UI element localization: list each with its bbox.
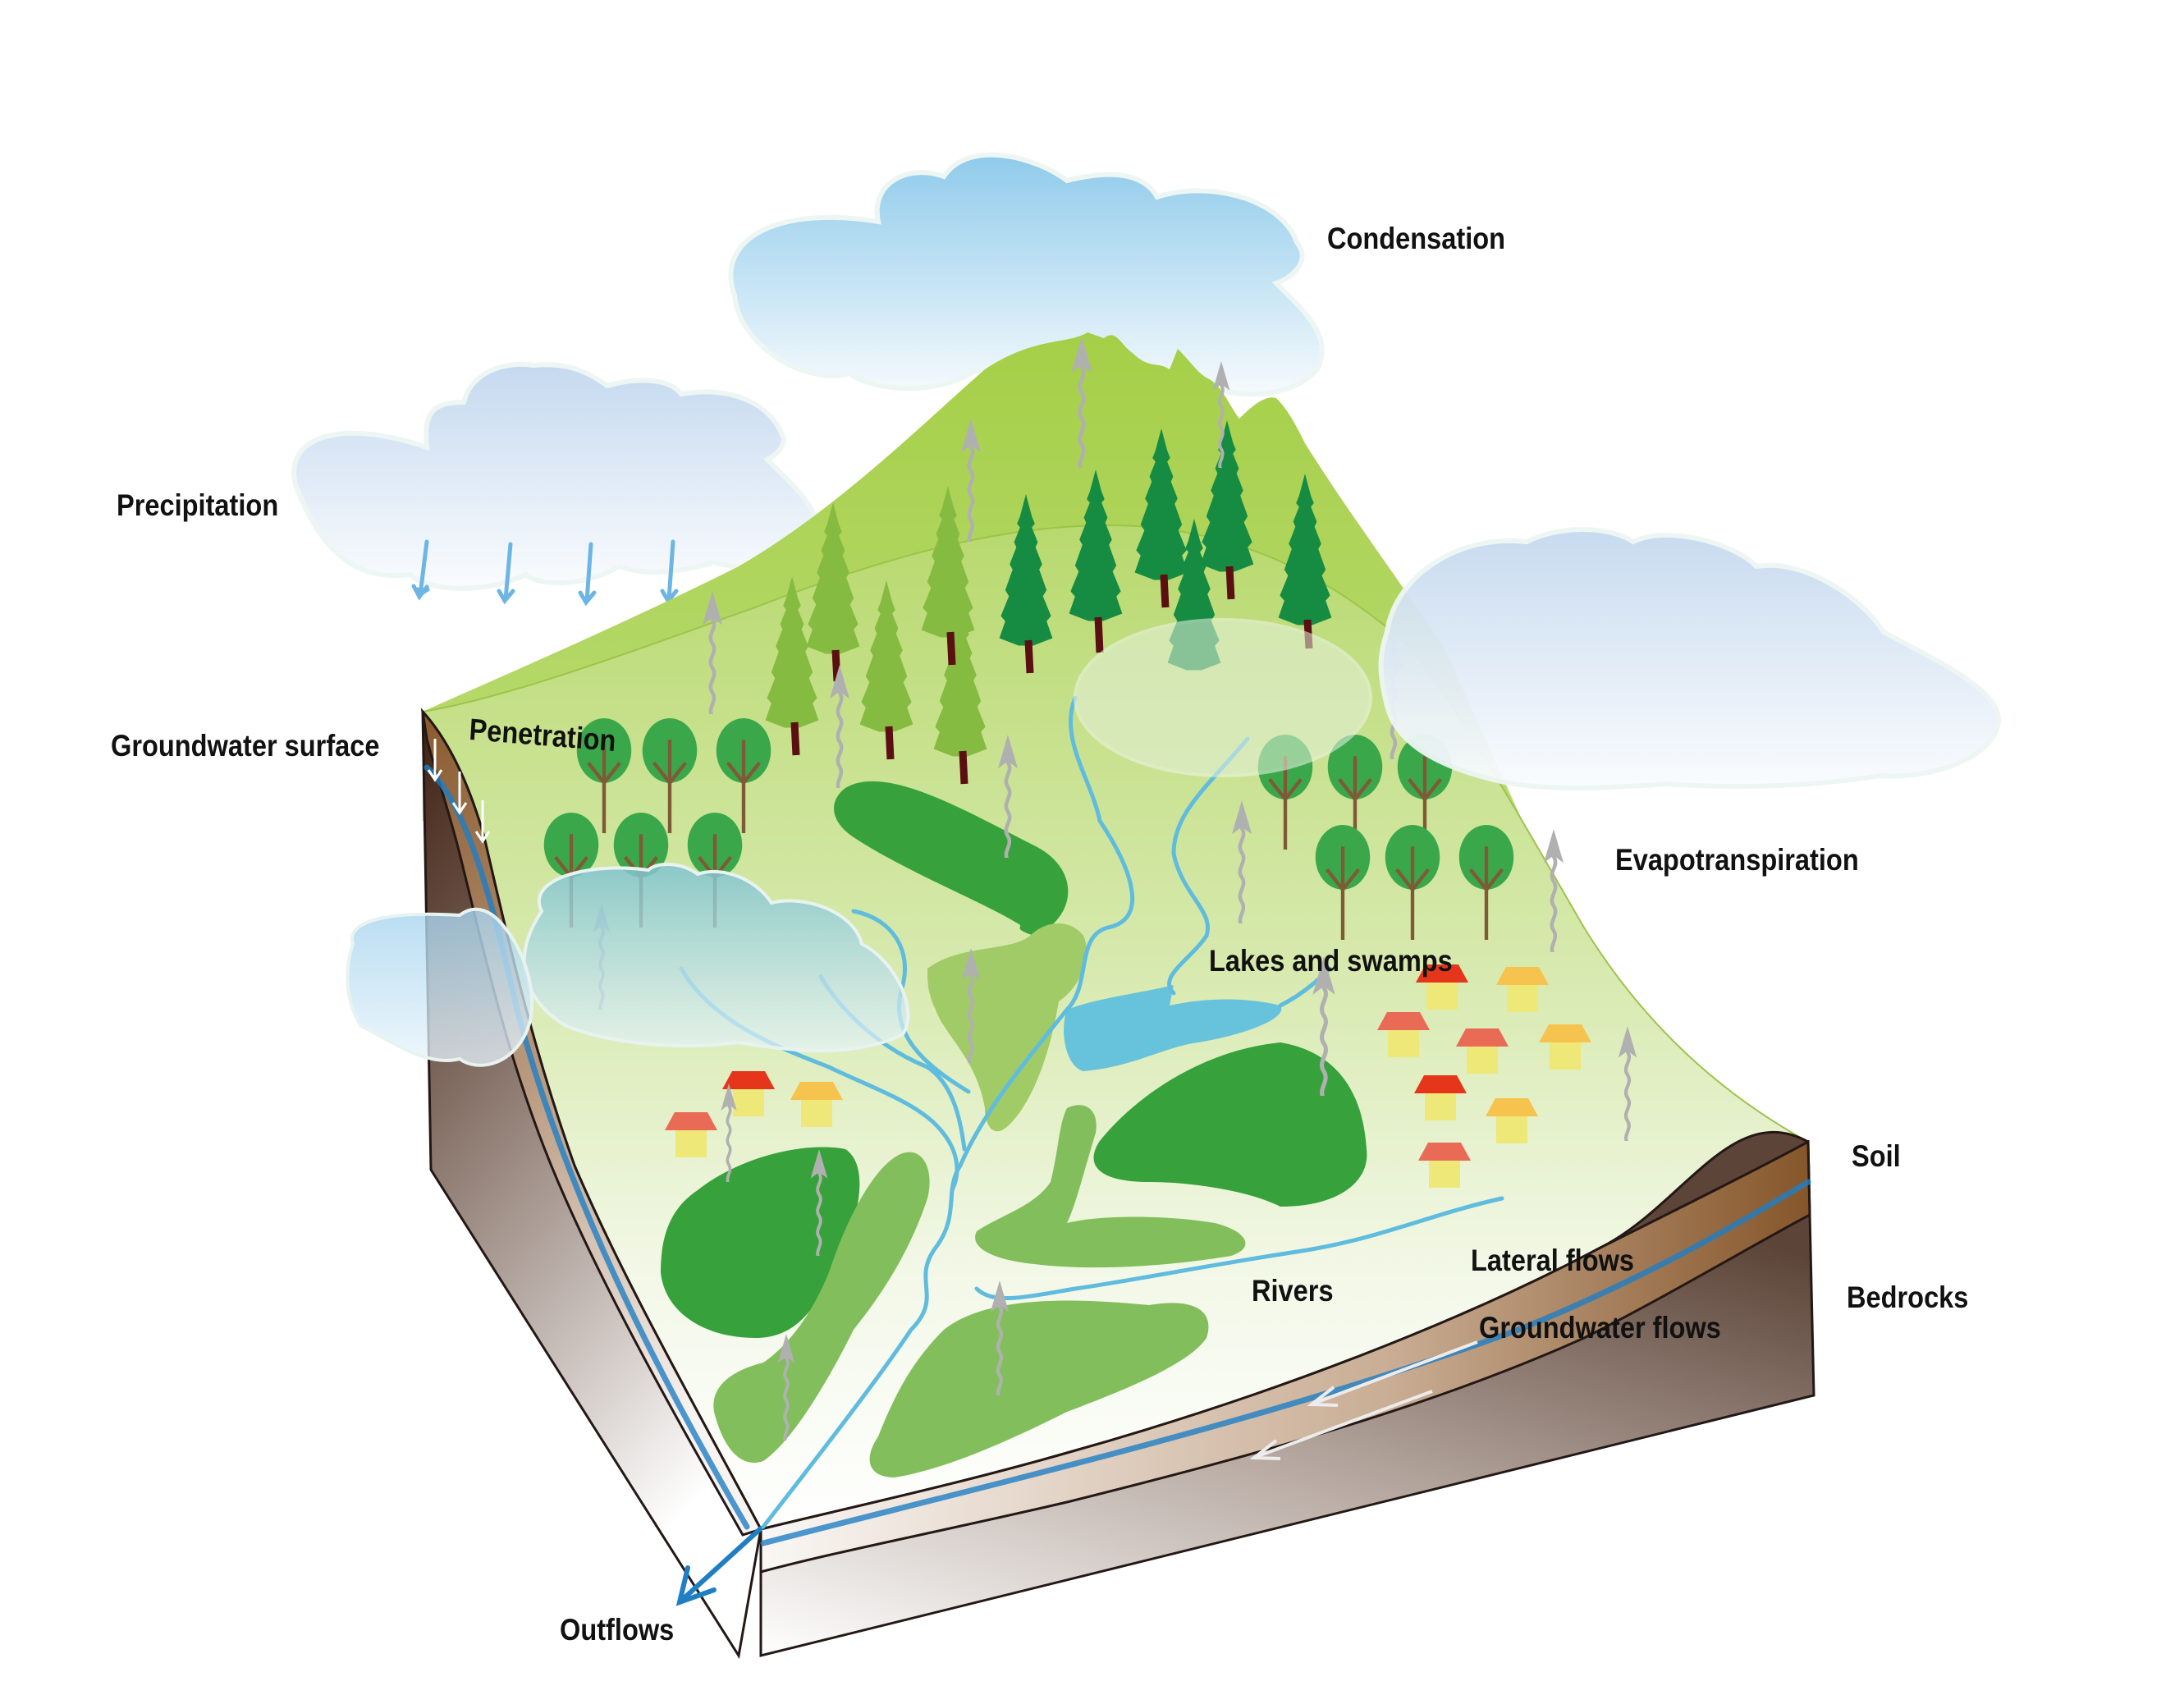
front-cross-section bbox=[759, 1130, 1815, 1657]
label-soil: Soil bbox=[1852, 1139, 1901, 1173]
house-roof bbox=[665, 1112, 717, 1130]
penetration-arrows bbox=[427, 739, 491, 844]
house-wall bbox=[1426, 983, 1458, 1010]
house-icon bbox=[722, 1071, 775, 1116]
groundwater-flow-arrows bbox=[1249, 1340, 1478, 1460]
house-roof bbox=[1377, 1012, 1430, 1030]
house-wall bbox=[1467, 1047, 1498, 1074]
label-condensation: Condensation bbox=[1327, 222, 1506, 255]
house-roof bbox=[722, 1071, 775, 1089]
label-bedrocks: Bedrocks bbox=[1847, 1280, 1969, 1314]
soil-layer-front bbox=[759, 1139, 1811, 1574]
house-wall bbox=[1429, 1161, 1460, 1188]
rain-arrows bbox=[411, 539, 679, 607]
label-rivers: Rivers bbox=[1252, 1274, 1334, 1308]
evapotranspiration-cloud bbox=[1378, 527, 2002, 790]
house-icon bbox=[790, 1082, 843, 1127]
precipitation-cloud bbox=[291, 361, 820, 591]
house-roof bbox=[1456, 1028, 1509, 1047]
condensation-cloud bbox=[728, 152, 1325, 397]
house-wall bbox=[1496, 1116, 1527, 1143]
house-roof bbox=[1539, 1024, 1591, 1042]
label-lakes-and-swamps: Lakes and swamps bbox=[1209, 944, 1453, 978]
label-precipitation: Precipitation bbox=[117, 488, 279, 522]
house-roof bbox=[1416, 964, 1468, 983]
village-houses bbox=[665, 964, 1591, 1188]
house-wall bbox=[801, 1100, 832, 1127]
rivers bbox=[679, 695, 1504, 1529]
house-icon bbox=[665, 1112, 717, 1157]
house-roof bbox=[790, 1082, 843, 1100]
label-outflows: Outflows bbox=[560, 1613, 675, 1647]
rain-arrow-icon bbox=[584, 542, 593, 603]
label-groundwater-surface: Groundwater surface bbox=[111, 729, 380, 763]
house-wall bbox=[1388, 1030, 1419, 1057]
rain-arrow-icon bbox=[503, 542, 513, 602]
house-icon bbox=[1418, 1143, 1471, 1188]
house-wall bbox=[733, 1089, 764, 1116]
house-roof bbox=[1414, 1075, 1467, 1093]
house-roof bbox=[1486, 1098, 1538, 1116]
conifer-trees bbox=[765, 420, 1332, 785]
house-icon bbox=[1456, 1028, 1509, 1074]
house-icon bbox=[1414, 1075, 1467, 1120]
house-icon bbox=[1539, 1024, 1591, 1070]
house-icon bbox=[1496, 967, 1549, 1012]
house-icon bbox=[1416, 964, 1468, 1010]
house-wall bbox=[1550, 1042, 1581, 1070]
rain-arrow-icon bbox=[666, 539, 675, 602]
house-icon bbox=[1486, 1098, 1538, 1143]
outflow-arrow-icon bbox=[675, 1526, 763, 1606]
label-groundwater-flows: Groundwater flows bbox=[1479, 1311, 1721, 1345]
valley-fog bbox=[346, 618, 1372, 1067]
house-wall bbox=[1507, 985, 1538, 1012]
house-icon bbox=[1377, 1012, 1430, 1057]
house-wall bbox=[675, 1130, 707, 1157]
house-roof bbox=[1496, 967, 1549, 985]
lake bbox=[1064, 985, 1282, 1071]
house-wall bbox=[1425, 1093, 1456, 1120]
label-evapotranspiration: Evapotranspiration bbox=[1615, 843, 1859, 877]
forest-patches bbox=[661, 781, 1367, 1338]
house-roof bbox=[1418, 1143, 1471, 1161]
label-lateral-flows: Lateral flows bbox=[1471, 1244, 1635, 1277]
